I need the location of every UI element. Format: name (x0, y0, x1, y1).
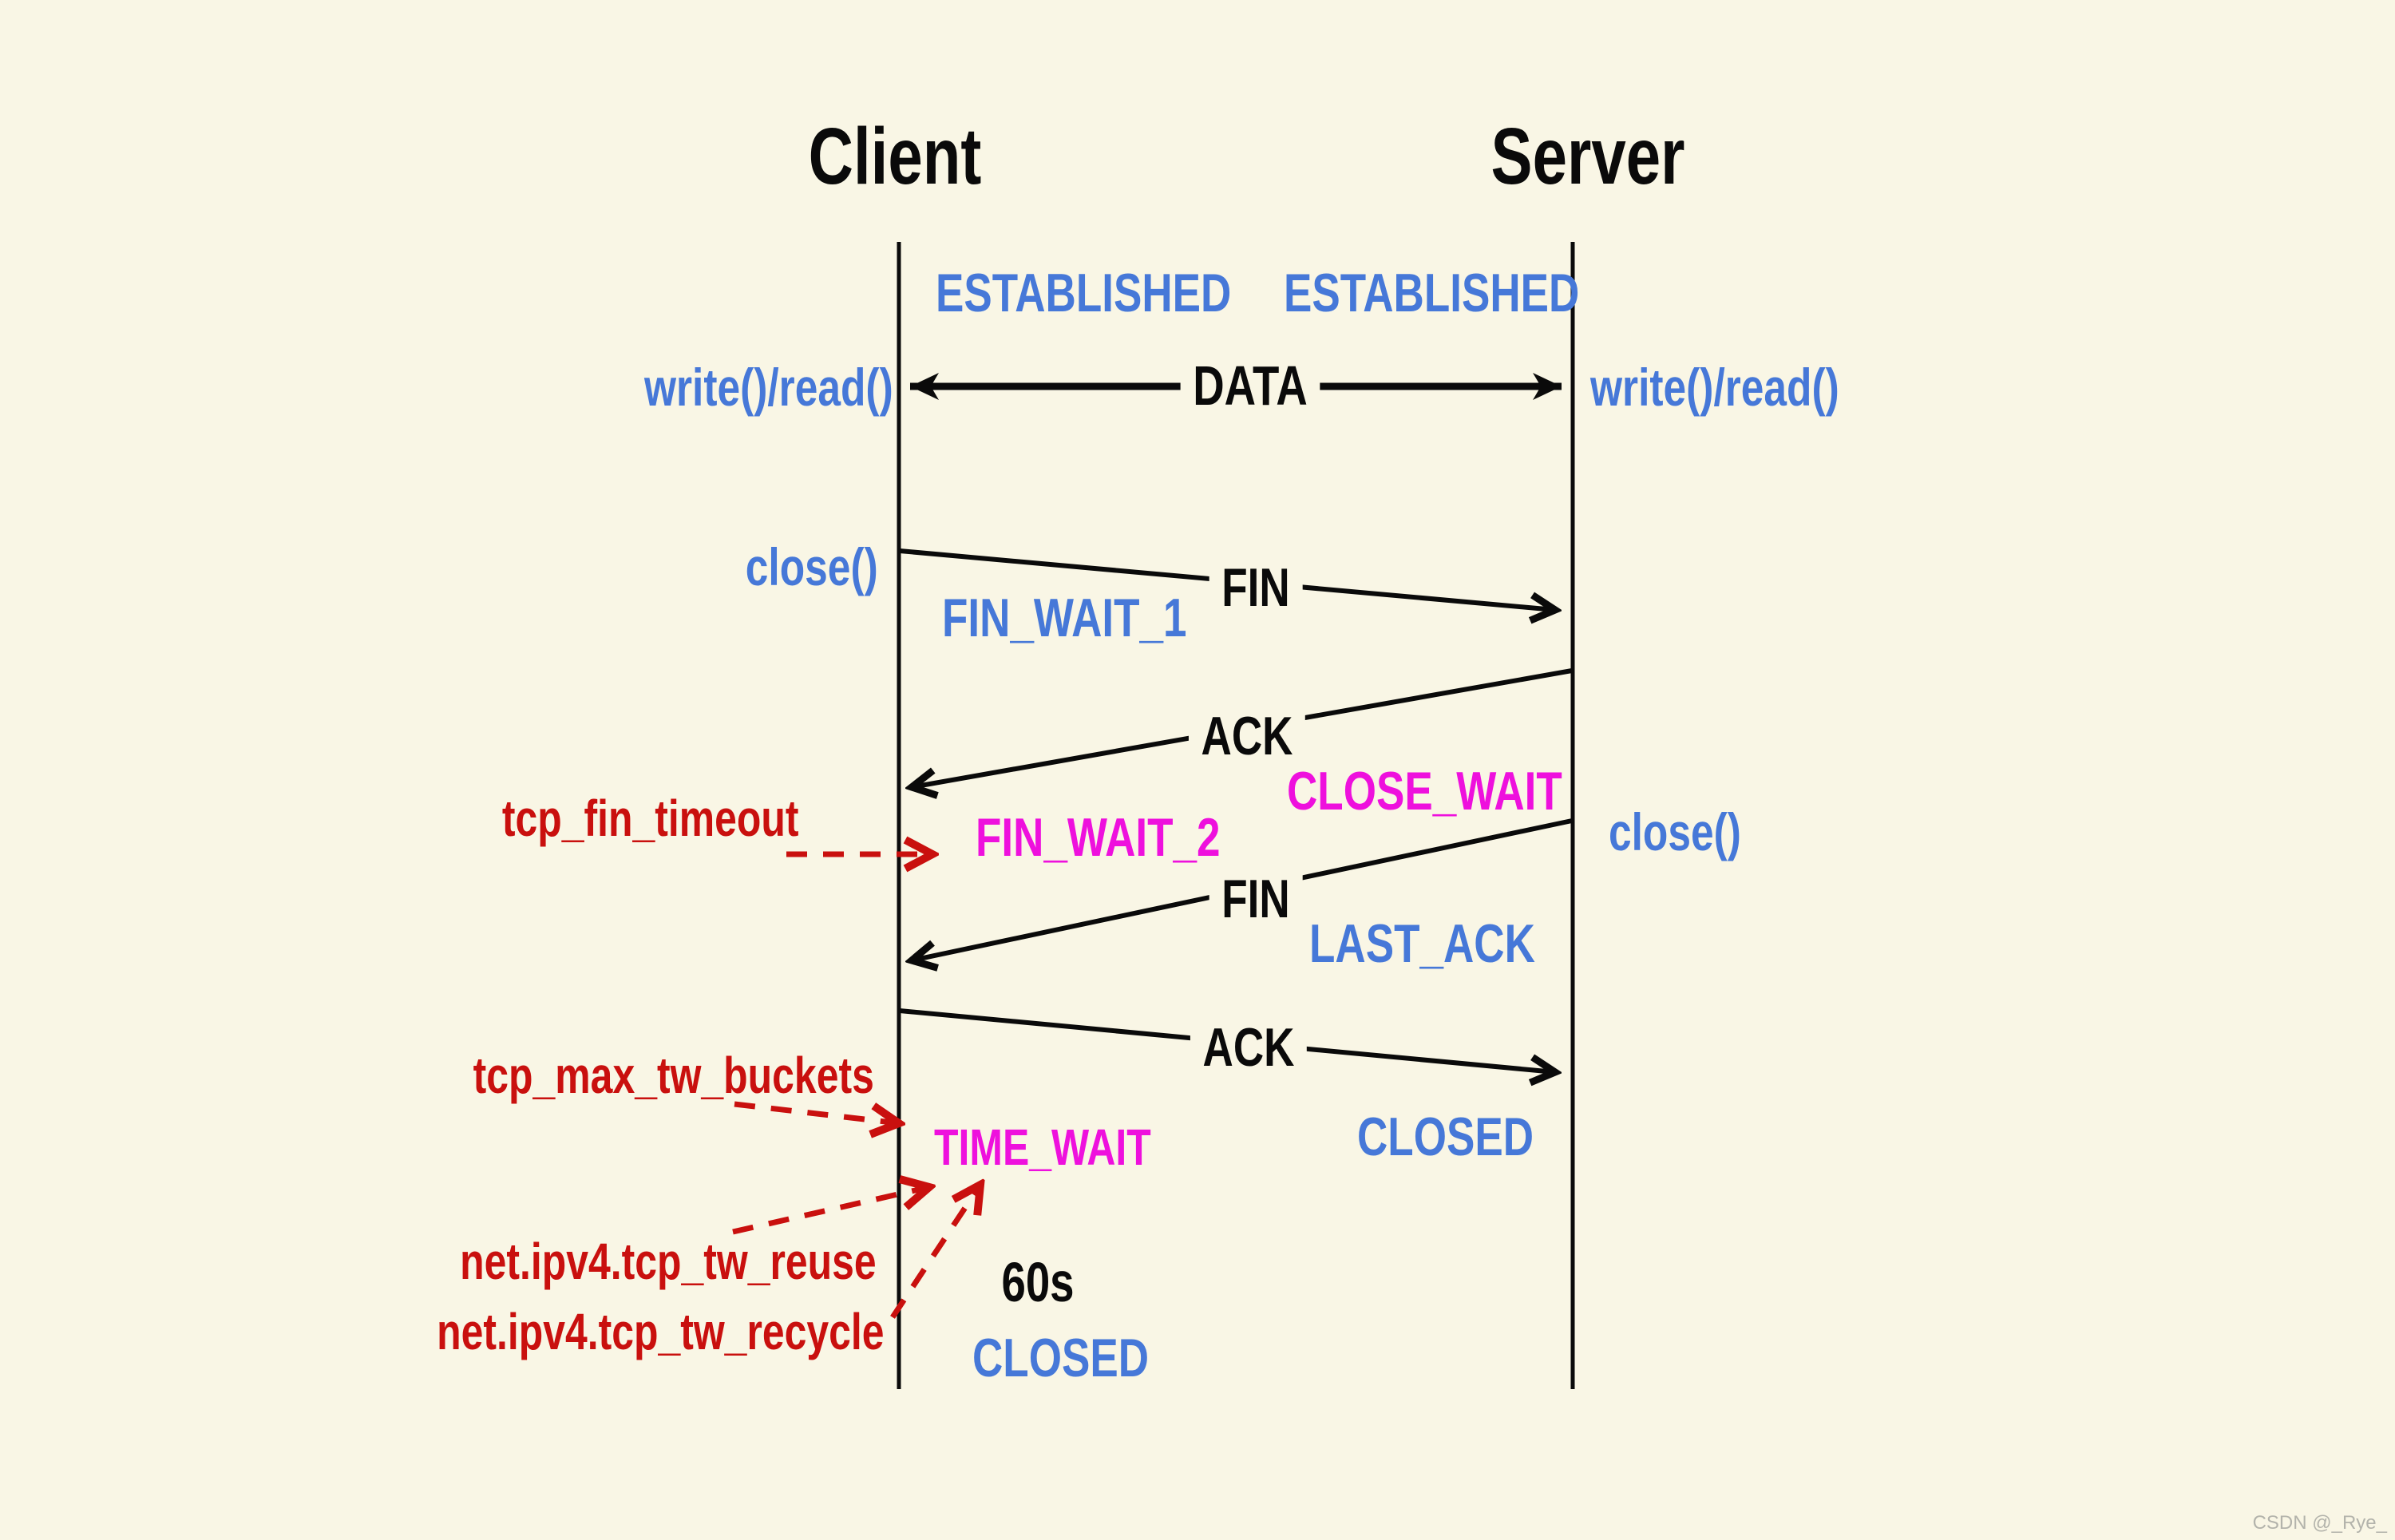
message-data-label: DATA (1180, 358, 1320, 414)
tcp-max-tw-buckets-arrow (734, 1101, 899, 1123)
time-wait-timer: 60s (1001, 1251, 1075, 1313)
tcp-tw-recycle-arrow (890, 1185, 980, 1319)
state-fin-wait-1: FIN_WAIT_1 (942, 588, 1187, 648)
state-closed-server: CLOSED (1357, 1107, 1534, 1167)
param-tcp-tw-reuse: net.ipv4.tcp_tw_reuse (460, 1233, 877, 1290)
state-closed-client: CLOSED (972, 1328, 1150, 1388)
message-fin1-label: FIN (1209, 560, 1303, 615)
client-column-title: Client (808, 112, 982, 201)
server-column-title: Server (1490, 112, 1685, 201)
state-close-wait: CLOSE_WAIT (1287, 761, 1562, 821)
state-established-server: ESTABLISHED (1284, 263, 1580, 323)
call-close-server: close() (1609, 802, 1741, 861)
call-write-read-server: write()/read() (1590, 358, 1839, 417)
state-last-ack: LAST_ACK (1309, 913, 1535, 974)
state-time-wait: TIME_WAIT (934, 1118, 1151, 1176)
state-fin-wait-2: FIN_WAIT_2 (976, 807, 1221, 868)
watermark: CSDN @_Rye_ (2252, 1512, 2387, 1534)
message-ack1-label: ACK (1188, 709, 1306, 763)
call-write-read-client: write()/read() (644, 358, 893, 417)
call-close-client: close() (746, 537, 878, 596)
message-ack2-label: ACK (1190, 1020, 1308, 1075)
param-tcp-tw-recycle: net.ipv4.tcp_tw_recycle (437, 1303, 885, 1360)
param-tcp-fin-timeout: tcp_fin_timeout (501, 790, 798, 847)
message-fin2-label: FIN (1209, 872, 1303, 926)
state-established-client: ESTABLISHED (936, 263, 1232, 323)
param-tcp-max-tw-buckets: tcp_max_tw_buckets (473, 1047, 874, 1104)
